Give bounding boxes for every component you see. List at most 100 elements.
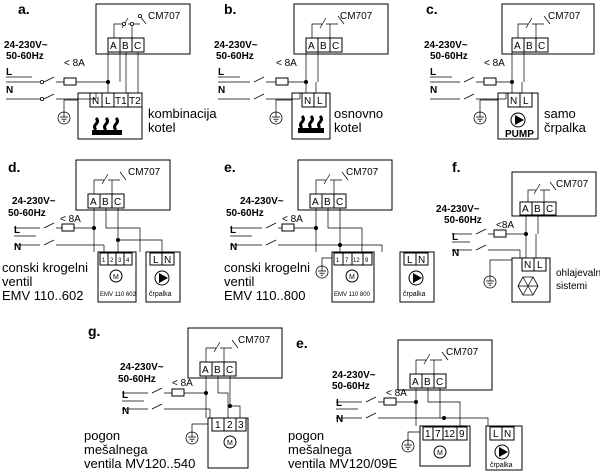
terminal-b: B <box>320 41 327 52</box>
supply-freq: 50-60Hz <box>430 51 468 62</box>
desc-line1: pogon <box>288 428 324 443</box>
pump-term-N: N <box>504 429 511 440</box>
valve-term-4: 4 <box>126 258 130 264</box>
valve-term-12: 12 <box>353 258 360 264</box>
valve-term-12: 12 <box>444 429 456 440</box>
L-label: L <box>14 225 20 236</box>
svg-text:M: M <box>437 450 443 457</box>
controller-label: CM707 <box>446 347 479 358</box>
terminal-a: A <box>202 365 209 376</box>
L-label: L <box>230 225 236 236</box>
fuse-label: < 8A <box>64 58 85 69</box>
valve-term-7: 7 <box>435 429 441 440</box>
flame-icon <box>299 114 323 130</box>
pump-label: črpalka <box>403 291 426 298</box>
pump-label: PUMP <box>505 129 534 140</box>
valve-term-7: 7 <box>345 258 349 264</box>
desc-line2: kotel <box>334 120 362 135</box>
desc-line1: conski krogelni <box>224 260 310 275</box>
terminal-c: C <box>226 365 233 376</box>
desc-line2: ventil <box>224 274 254 289</box>
fuse-label: <8A <box>496 220 514 231</box>
fuse-label: < 8A <box>282 214 303 225</box>
supply-freq: 50-60Hz <box>444 215 482 226</box>
terminal-b: B <box>324 197 331 208</box>
terminal-a: A <box>412 377 419 388</box>
term-L: L <box>523 96 529 107</box>
pump-term-N: N <box>164 255 171 266</box>
terminal-b: B <box>122 41 129 52</box>
terminal-a: A <box>312 197 319 208</box>
svg-text:M: M <box>349 274 355 281</box>
term-N: N <box>524 260 531 271</box>
N-label: N <box>218 85 225 96</box>
ground-icon <box>57 111 71 125</box>
pump-icon <box>510 112 526 128</box>
supply-freq: 50-60Hz <box>6 51 44 62</box>
fuse-label: < 8A <box>276 58 297 69</box>
valve-term-3: 3 <box>238 420 244 431</box>
supply-voltage: 24-230V~ <box>12 196 56 207</box>
controller-label: CM707 <box>148 11 181 22</box>
L-label: L <box>430 67 436 78</box>
snowflake-icon <box>517 276 539 296</box>
L-label: L <box>218 67 224 78</box>
panel-b: b. CM707 A B C 24-230V~ 50-60Hz < 8A L N… <box>214 1 389 140</box>
controller-label: CM707 <box>346 167 379 178</box>
fuse-label: < 8A <box>172 378 193 389</box>
valve-term-3: 3 <box>118 258 122 264</box>
panel-label: e. <box>224 159 236 175</box>
terminal-b: B <box>424 377 431 388</box>
supply-voltage: 24-230V~ <box>120 362 164 373</box>
svg-text:M: M <box>113 274 119 281</box>
desc-line3: ventila MV120..540 <box>84 456 195 471</box>
desc-line1: ohlajevalni <box>556 268 600 279</box>
fuse-label: < 8A <box>386 388 407 399</box>
valve-term-9: 9 <box>459 429 465 440</box>
panel-g: g. CM707 A B C 24-230V~ 50-60Hz < 8A L N… <box>84 323 283 471</box>
pump-label: črpalka <box>490 462 513 469</box>
pump-term-L: L <box>153 255 159 266</box>
terminal-b: B <box>214 365 221 376</box>
supply-voltage: 24-230V~ <box>436 204 480 215</box>
supply-voltage: 24-230V~ <box>424 40 468 51</box>
term-N: N <box>304 96 311 107</box>
desc-line1: pogon <box>84 428 120 443</box>
desc-line2: mešalnega <box>84 442 148 457</box>
fuse-label: < 8A <box>60 214 81 225</box>
supply-freq: 50-60Hz <box>226 208 264 219</box>
ground-icon <box>473 111 487 125</box>
desc-line3: EMV 110..800 <box>224 288 305 303</box>
desc-line1: osnovno <box>334 106 383 121</box>
term-T2: T2 <box>129 96 141 107</box>
desc-line2: mešalnega <box>288 442 352 457</box>
panel-label: e. <box>296 335 308 351</box>
N-label: N <box>336 414 343 425</box>
terminal-c: C <box>436 377 443 388</box>
supply-freq: 50-60Hz <box>118 374 156 385</box>
valve-term-1: 1 <box>336 258 340 264</box>
panel-label: b. <box>224 1 236 17</box>
pump-icon <box>154 270 170 286</box>
terminal-c: C <box>114 197 121 208</box>
panel-label: c. <box>426 1 438 17</box>
terminal-c: C <box>546 204 553 215</box>
desc-line1: samo <box>544 106 576 121</box>
pump-icon <box>408 270 424 286</box>
terminal-a: A <box>522 204 529 215</box>
L-label: L <box>452 232 458 243</box>
desc-line2: sistemi <box>556 281 587 292</box>
ground-icon <box>401 439 415 453</box>
ground-icon <box>483 275 497 289</box>
desc-line2: kotel <box>148 120 176 135</box>
supply-freq: 50-60Hz <box>332 381 370 392</box>
supply-freq: 50-60Hz <box>8 208 46 219</box>
terminal-b: B <box>526 41 533 52</box>
supply-voltage: 24-230V~ <box>214 40 258 51</box>
controller-label: CM707 <box>128 167 161 178</box>
L-label: L <box>6 67 12 78</box>
desc-line2: ventil <box>2 274 32 289</box>
terminal-b: B <box>102 197 109 208</box>
controller-label: CM707 <box>340 11 373 22</box>
